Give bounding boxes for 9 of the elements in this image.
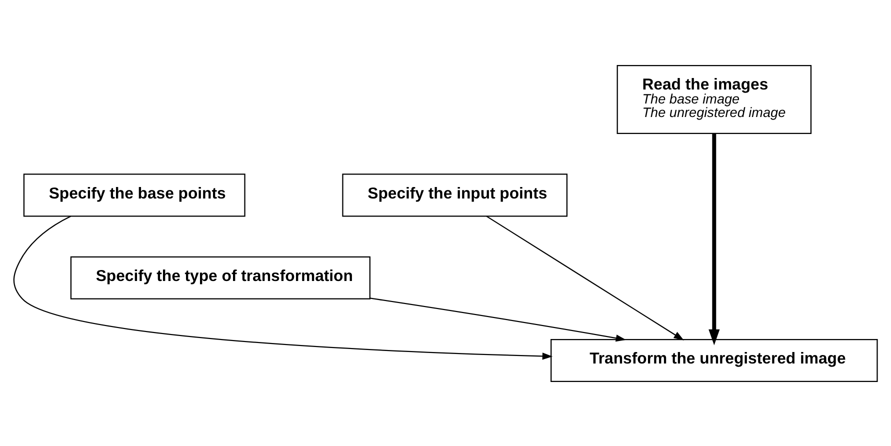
arrow: [708, 133, 720, 345]
node-box: Read the images The base image The unregistered image: [616, 64, 812, 134]
arrow: [370, 297, 626, 342]
node-box: Specify the type of transformation: [70, 256, 370, 299]
node-box: Transform the unregistered image: [550, 338, 878, 382]
node-box: Specify the base points: [23, 173, 246, 216]
arrow: [486, 215, 684, 340]
node-box: Specify the input points: [342, 173, 568, 216]
arrow: [13, 215, 553, 360]
